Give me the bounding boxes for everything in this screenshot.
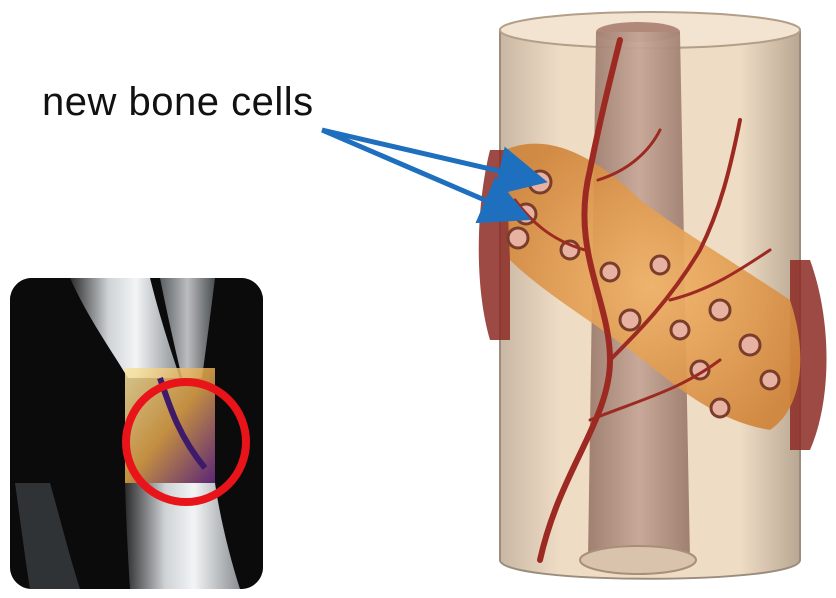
bone-cell (671, 321, 689, 339)
bone-cell (740, 335, 760, 355)
xray-illustration (10, 278, 263, 589)
bone-cell (620, 310, 640, 330)
xray-image (10, 278, 263, 589)
caption-label: new bone cells (42, 80, 314, 125)
hematoma-left (479, 150, 510, 340)
bone-cell (761, 371, 779, 389)
bone-cross-section (470, 0, 836, 593)
bone-cell (711, 399, 729, 417)
bone-cell (710, 300, 730, 320)
bone-cell (508, 228, 528, 248)
bone-cell (529, 171, 551, 193)
bone-cell (601, 263, 619, 281)
bone-cell (651, 256, 669, 274)
bone-illustration (470, 0, 836, 593)
bone-bottom-opening (580, 546, 696, 574)
